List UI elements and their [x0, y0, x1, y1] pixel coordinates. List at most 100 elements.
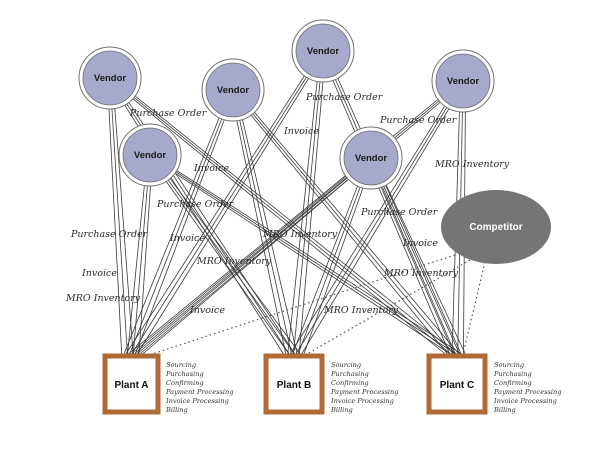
connection-line: [122, 89, 231, 357]
connection-line: [288, 80, 461, 357]
function-item: Billing: [330, 406, 353, 414]
vendor-label: Vendor: [355, 153, 388, 164]
connection-line: [139, 157, 374, 357]
function-item: Confirming: [166, 379, 204, 387]
vendor-label: Vendor: [217, 85, 250, 96]
connection-line: [149, 154, 297, 357]
plant-box: [426, 353, 488, 415]
vendor-label: Vendor: [447, 76, 480, 87]
plant-a: Plant A Sourcing Purchasing Confirming P…: [102, 353, 233, 415]
competitor-link: [461, 261, 486, 359]
connection-line: [128, 89, 234, 357]
vendor-circle: [295, 23, 351, 79]
edge-label: MRO Inventory: [323, 305, 399, 316]
connection-line: [373, 157, 467, 357]
function-item: Invoice Processing: [165, 397, 229, 405]
edge-label: MRO Inventory: [65, 293, 141, 304]
vendor-circle: [343, 130, 399, 186]
plant-functions: Sourcing Purchasing Confirming Payment P…: [330, 361, 398, 414]
plant-nodes: Plant A Sourcing Purchasing Confirming P…: [102, 353, 561, 415]
connection-line: [124, 50, 321, 357]
edge-label: MRO Inventory: [383, 268, 459, 279]
connection-line: [152, 154, 466, 357]
vendor-circle: [82, 50, 138, 106]
connection-line: [232, 89, 293, 357]
connection-line: [325, 50, 463, 357]
function-item: Payment Processing: [165, 388, 233, 396]
function-item: Billing: [493, 406, 516, 414]
connection-line: [287, 50, 321, 357]
connection-line: [235, 89, 299, 357]
plant-functions: Sourcing Purchasing Confirming Payment P…: [165, 361, 233, 414]
connection-line: [298, 50, 326, 357]
connection-line: [129, 50, 324, 357]
edge-label: MRO Inventory: [434, 159, 510, 170]
vendor-label: Vendor: [94, 73, 127, 84]
vendor-node: Vendor: [78, 46, 142, 110]
connection-line: [131, 80, 464, 357]
plant-c: Plant C Sourcing Purchasing Confirming P…: [426, 353, 561, 415]
connection-line: [134, 89, 236, 357]
connection-line: [368, 157, 456, 357]
connection-line: [294, 80, 464, 357]
connection-line: [126, 154, 148, 357]
function-item: Purchasing: [165, 370, 204, 378]
edge-label: MRO Inventory: [196, 256, 272, 267]
connection-line: [112, 77, 134, 357]
edge-label: Invoice: [169, 233, 205, 244]
vendor-circle: [205, 62, 261, 118]
competitor-link: [299, 259, 471, 359]
connection-line: [230, 89, 450, 357]
function-item: Sourcing: [166, 361, 196, 369]
function-item: Invoice Processing: [493, 397, 557, 405]
edge-label: Invoice: [193, 163, 229, 174]
vendor-label: Vendor: [307, 46, 340, 57]
connection-line: [107, 77, 123, 357]
plant-b: Plant B Sourcing Purchasing Confirming P…: [263, 353, 398, 415]
function-item: Payment Processing: [493, 388, 561, 396]
edge-labels: Purchase Order Purchase Order Purchase O…: [65, 92, 510, 316]
function-item: Purchasing: [330, 370, 369, 378]
connection-line: [125, 80, 461, 357]
connection-line: [292, 50, 324, 357]
plant-box: [263, 353, 325, 415]
vendor-node: Vendor: [118, 123, 182, 187]
connection-line: [107, 77, 449, 357]
connection-line: [134, 157, 372, 357]
function-item: Billing: [165, 406, 188, 414]
connection-line: [147, 154, 454, 357]
connection-line: [128, 157, 369, 357]
edge-label: Purchase Order: [129, 108, 208, 119]
plant-label: Plant A: [114, 380, 148, 391]
function-item: Confirming: [494, 379, 532, 387]
connection-line: [320, 50, 451, 357]
competitor-node: Competitor: [441, 190, 551, 264]
connection-line: [147, 154, 291, 357]
vendor-label: Vendor: [134, 150, 167, 161]
plant-box: [102, 353, 161, 415]
connection-line: [135, 50, 326, 357]
connection-line: [297, 157, 372, 357]
connection-line: [109, 77, 128, 357]
vendor-node: Vendor: [339, 126, 403, 190]
vendor-node: Vendor: [431, 49, 495, 113]
connection-line: [152, 154, 303, 357]
competitor-ellipse: [441, 190, 551, 264]
edge-label: Invoice: [402, 238, 438, 249]
connection-line: [107, 77, 286, 357]
connection-line: [132, 154, 151, 357]
connection-line: [109, 77, 291, 357]
connection-line: [109, 77, 454, 357]
plant-label: Plant B: [277, 380, 311, 391]
edge-label: Purchase Order: [360, 207, 439, 218]
edge-label: Invoice: [189, 305, 225, 316]
function-item: Sourcing: [494, 361, 524, 369]
function-item: Sourcing: [331, 361, 361, 369]
competitor-label: Competitor: [469, 222, 522, 233]
connection-line: [322, 50, 457, 357]
connection-line: [235, 89, 461, 357]
function-item: Payment Processing: [330, 388, 398, 396]
edge-label: Purchase Order: [379, 115, 458, 126]
competitor-dotted-links: [139, 254, 486, 359]
connection-line: [302, 157, 374, 357]
